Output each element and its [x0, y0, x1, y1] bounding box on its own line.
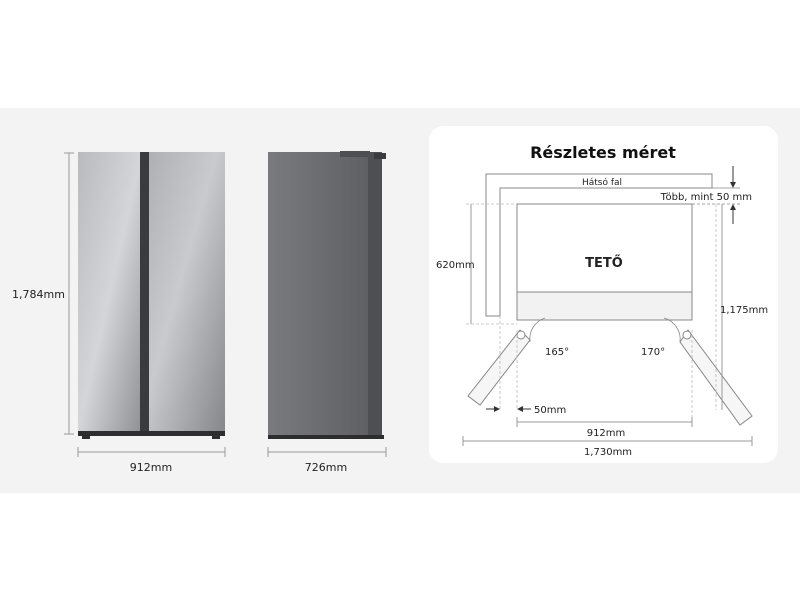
fridge-top [516, 203, 693, 293]
fridge-side-body [268, 152, 368, 435]
fridge-door-left [78, 152, 142, 431]
side-depth-label: 726mm [305, 461, 347, 474]
door-strip [516, 291, 693, 321]
front-width-label: 912mm [130, 461, 172, 474]
clearance-label: Több, mint 50 mm [660, 192, 752, 203]
body-width-label: 912mm [587, 428, 626, 439]
left-angle-label: 165° [545, 347, 569, 358]
detail-title: Részletes méret [530, 143, 676, 162]
rear-wall [485, 173, 713, 317]
top-label: TETŐ [585, 255, 623, 271]
front-height-label: 1,784mm [12, 288, 65, 301]
rear-wall-label: Hátsó fal [582, 177, 622, 188]
open-width-label: 1,730mm [584, 447, 632, 458]
front-view: 1,784mm 912mm [12, 152, 226, 474]
open-depth-label: 1,175mm [720, 305, 768, 316]
open-door-right [679, 329, 753, 426]
open-door-left [467, 329, 531, 406]
right-angle-label: 170° [641, 347, 665, 358]
fridge-base [78, 431, 225, 436]
depth-label: 620mm [436, 260, 475, 271]
fridge-door-profile [368, 152, 382, 435]
fridge-door-right [146, 152, 225, 431]
side-view: 726mm [267, 151, 387, 474]
side-gap-label: 50mm [534, 405, 566, 416]
detail-diagram: Részletes méret Hátsó fal Több, mint 50 … [436, 143, 768, 458]
door-gap [140, 152, 149, 431]
